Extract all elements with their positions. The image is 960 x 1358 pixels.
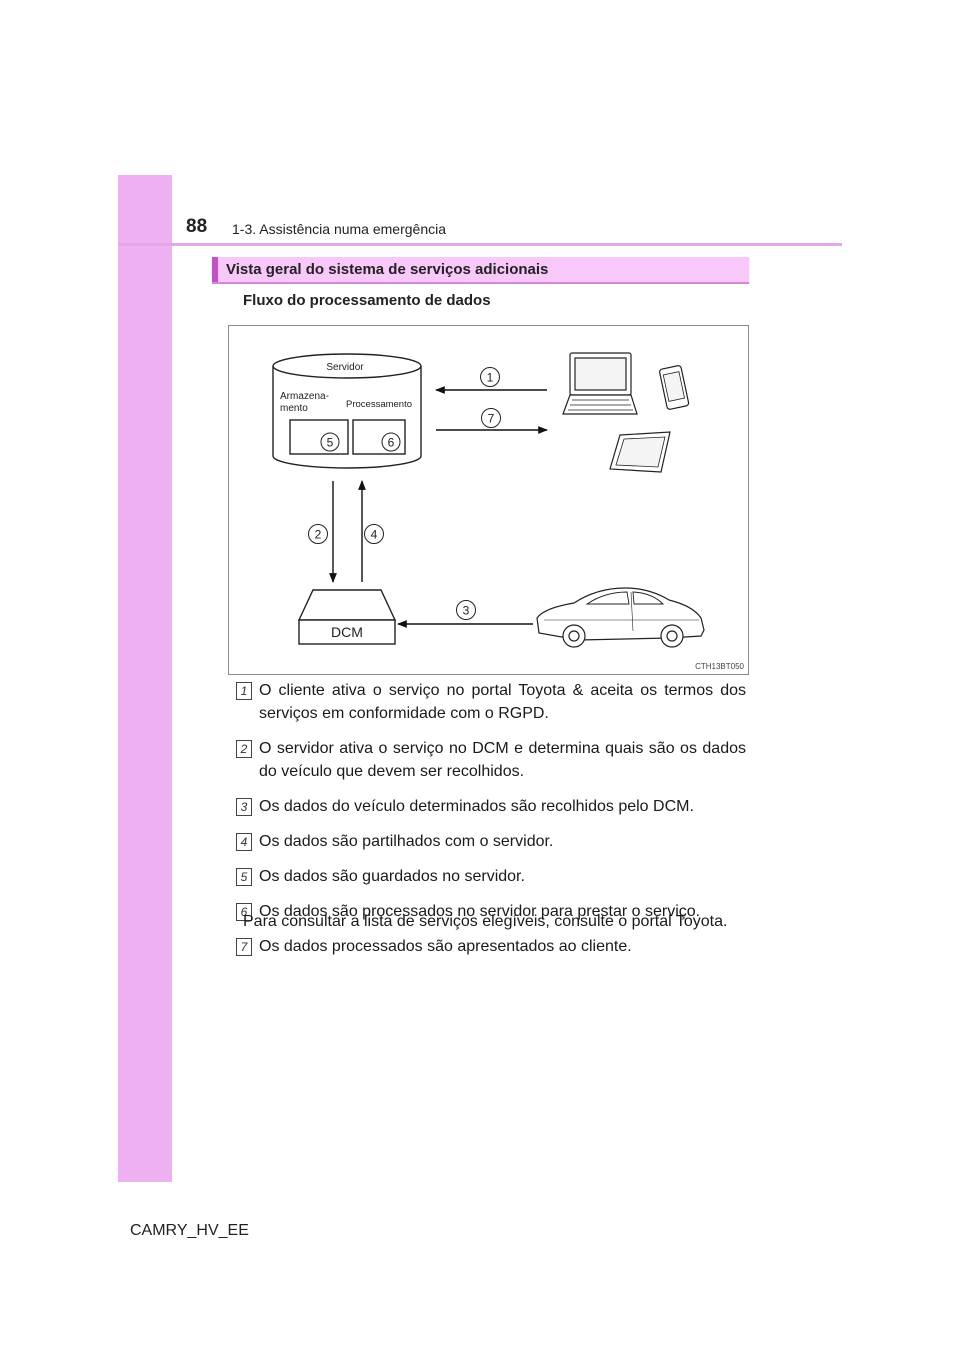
step-text-4: Os dados são partilhados com o servidor. <box>259 833 553 850</box>
side-tab-band <box>118 175 172 1182</box>
step-text-3: Os dados do veículo determinados são rec… <box>259 798 694 815</box>
car-icon <box>537 588 704 647</box>
storage-label-line2: mento <box>280 403 308 414</box>
tablet-icon <box>610 432 670 472</box>
data-flow-diagram: Servidor Armazena- mento Processamento 1… <box>229 326 748 674</box>
marker-label-2: 2 <box>315 528 322 542</box>
section-title: Vista geral do sistema de serviços adici… <box>226 261 548 278</box>
marker-label-6: 6 <box>388 436 395 450</box>
storage-box <box>290 420 348 454</box>
figure-code: CTH13BT050 <box>695 662 744 671</box>
storage-label-line1: Armazena- <box>280 391 329 402</box>
data-flow-figure: Servidor Armazena- mento Processamento 1… <box>228 325 749 675</box>
step-number-2: 2 <box>236 740 252 758</box>
list-item: 1 O cliente ativa o serviço no portal To… <box>236 679 746 725</box>
step-text-5: Os dados são guardados no servidor. <box>259 868 525 885</box>
step-number-5: 5 <box>236 868 252 886</box>
server-label: Servidor <box>326 362 364 373</box>
footer-model-code: CAMRY_HV_EE <box>130 1222 249 1240</box>
processing-label: Processamento <box>346 399 412 410</box>
marker-label-3: 3 <box>463 604 470 618</box>
header-rule <box>118 243 842 246</box>
step-text-2: O servidor ativa o serviço no DCM e dete… <box>259 740 746 780</box>
smartphone-icon <box>659 365 689 410</box>
step-number-4: 4 <box>236 833 252 851</box>
marker-label-5: 5 <box>327 436 334 450</box>
list-item: 7 Os dados processados são apresentados … <box>236 935 746 958</box>
section-heading-box: Vista geral do sistema de serviços adici… <box>212 257 749 284</box>
step-text-7: Os dados processados são apresentados ao… <box>259 938 632 955</box>
page-number: 88 <box>186 216 207 238</box>
list-item: 2 O servidor ativa o serviço no DCM e de… <box>236 737 746 783</box>
figure-subtitle: Fluxo do processamento de dados <box>243 292 491 309</box>
step-number-7: 7 <box>236 938 252 956</box>
section-accent-bar <box>212 257 218 282</box>
note-paragraph: Para consultar a lista de serviços elegí… <box>243 910 746 934</box>
chapter-title: 1-3. Assistência numa emergência <box>232 221 446 237</box>
marker-label-4: 4 <box>371 528 378 542</box>
marker-label-1: 1 <box>487 371 494 385</box>
marker-label-7: 7 <box>488 412 495 426</box>
list-item: 3 Os dados do veículo determinados são r… <box>236 795 746 818</box>
dcm-label: DCM <box>331 624 363 640</box>
step-number-3: 3 <box>236 798 252 816</box>
laptop-icon <box>563 353 637 414</box>
list-item: 4 Os dados são partilhados com o servido… <box>236 830 746 853</box>
step-text-1: O cliente ativa o serviço no portal Toyo… <box>259 682 746 722</box>
step-number-1: 1 <box>236 682 252 700</box>
list-item: 5 Os dados são guardados no servidor. <box>236 865 746 888</box>
